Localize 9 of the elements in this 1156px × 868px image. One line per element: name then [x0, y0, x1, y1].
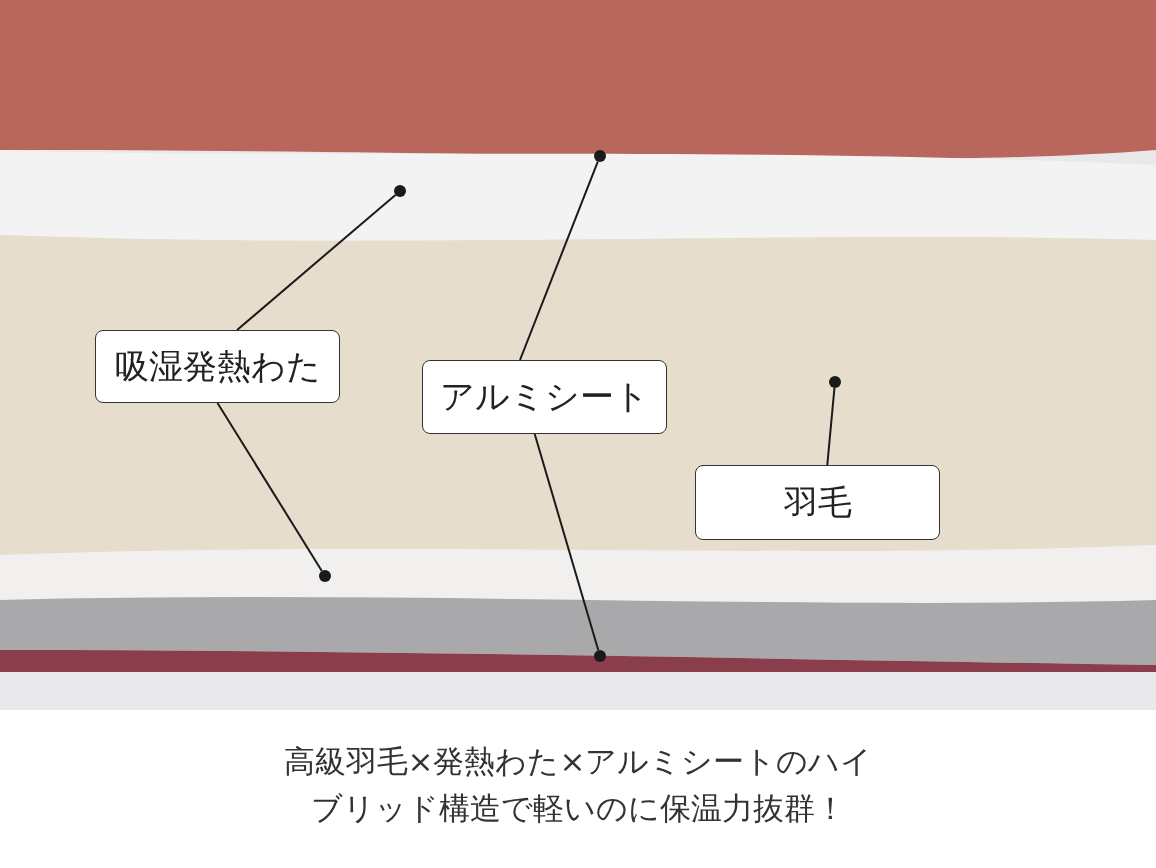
leader-line [236, 193, 397, 331]
callout-label: 羽毛 [695, 465, 940, 540]
callout-label: 吸湿発熱わた [95, 330, 340, 403]
caption: 高級羽毛×発熱わた×アルミシートのハイブリッド構造で軽いのに保温力抜群！ [282, 742, 874, 828]
leader-line [826, 386, 836, 466]
leader-line [216, 402, 323, 572]
leader-line [519, 160, 599, 361]
leader-line [533, 433, 600, 652]
callout-label: アルミシート [422, 360, 667, 434]
